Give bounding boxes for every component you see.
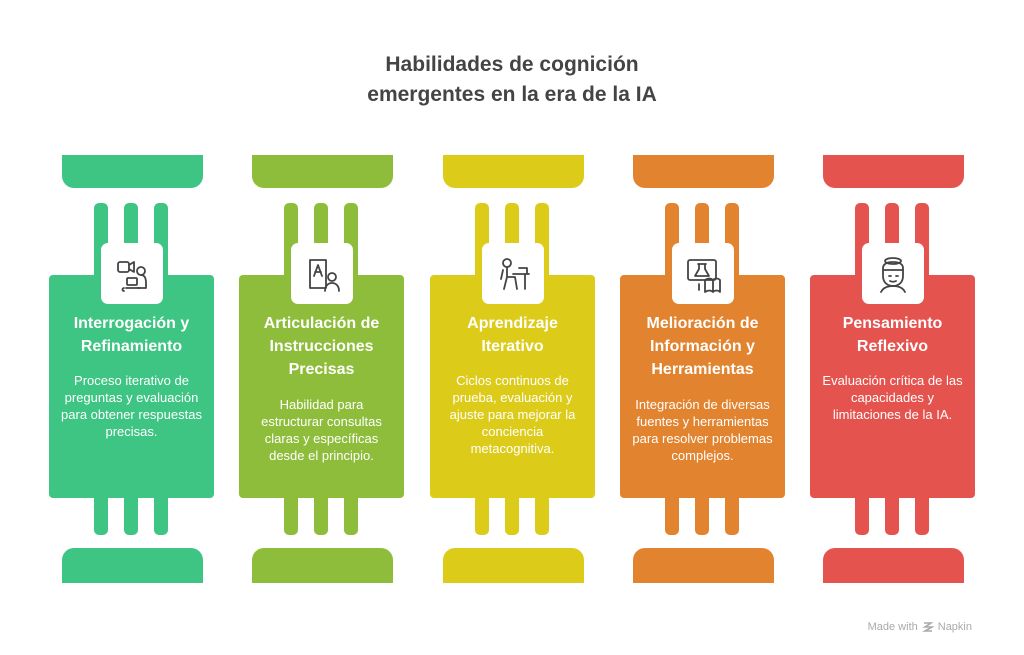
skill-card — [430, 275, 595, 498]
document-person-icon — [309, 258, 340, 292]
skill-description: Ciclos continuos de prueba, evaluación y… — [449, 373, 576, 456]
pillar-bar-bottom — [915, 490, 929, 535]
icon-box — [672, 243, 734, 304]
pillar-bar-bottom — [855, 490, 869, 535]
diagram-title: Habilidades de cognición emergentes en l… — [0, 50, 1024, 110]
title-line-1: Habilidades de cognición — [385, 53, 639, 76]
pillar-bar-bottom — [695, 490, 709, 535]
pillar-cap-top — [252, 155, 393, 188]
pillar-cap-bottom — [443, 548, 584, 583]
pillar-cap-bottom — [62, 548, 203, 583]
title-line-2: emergentes en la era de la IA — [367, 83, 657, 106]
person-at-desk-icon — [500, 257, 530, 290]
skill-column: Articulación de Instrucciones Precisas H… — [239, 0, 429, 655]
pillar-cap-top — [62, 155, 203, 188]
skill-column: Pensamiento Reflexivo Evaluación crítica… — [810, 0, 1000, 655]
pillar-cap-top — [823, 155, 964, 188]
skill-title: Melioración de Información y Herramienta… — [646, 315, 759, 378]
pillar-bar-bottom — [725, 490, 739, 535]
pillar-bar-bottom — [344, 490, 358, 535]
icon-box — [101, 243, 163, 304]
pillar-bar-bottom — [885, 490, 899, 535]
pillar-bar-bottom — [124, 490, 138, 535]
skill-title: Aprendizaje Iterativo — [467, 315, 558, 355]
skill-description: Habilidad para estructurar consultas cla… — [261, 397, 382, 463]
skill-card — [810, 275, 975, 498]
skill-title: Interrogación y Refinamiento — [73, 315, 190, 355]
pillar-cap-bottom — [823, 548, 964, 583]
pillar-bar-bottom — [154, 490, 168, 535]
pillar-bar-bottom — [505, 490, 519, 535]
skill-card — [49, 275, 214, 498]
skill-description: Integración de diversas fuentes y herram… — [632, 397, 773, 463]
napkin-brand: Napkin — [937, 621, 972, 633]
pillar-cap-top — [443, 155, 584, 188]
skill-column: Aprendizaje Iterativo Ciclos continuos d… — [430, 0, 620, 655]
pillar-cap-bottom — [633, 548, 774, 583]
pillar-cap-bottom — [252, 548, 393, 583]
skill-column: Melioración de Información y Herramienta… — [620, 0, 810, 655]
made-with-text: Made with — [867, 621, 918, 633]
skill-card — [620, 275, 785, 498]
skill-description: Proceso iterativo de preguntas y evaluac… — [61, 373, 202, 439]
pillar-cap-top — [633, 155, 774, 188]
pillar-bar-bottom — [314, 490, 328, 535]
napkin-logo-icon — [921, 622, 934, 632]
skill-card — [239, 275, 404, 498]
icon-box — [291, 243, 353, 304]
pillar-bar-bottom — [94, 490, 108, 535]
thinking-person-icon — [880, 256, 906, 293]
pillar-bar-bottom — [475, 490, 489, 535]
icon-box — [482, 243, 544, 304]
icon-box — [862, 243, 924, 304]
video-person-laptop-icon — [117, 260, 147, 292]
skill-title: Pensamiento Reflexivo — [842, 315, 943, 355]
skill-description: Evaluación crítica de las capacidades y … — [822, 373, 963, 422]
skill-column: Interrogación y Refinamiento Proceso ite… — [49, 0, 239, 655]
pillar-bar-bottom — [535, 490, 549, 535]
skill-title: Articulación de Instrucciones Precisas — [263, 315, 380, 378]
napkin-watermark: Made with Napkin — [868, 621, 972, 633]
monitor-book-icon — [687, 258, 721, 293]
pillar-bar-bottom — [665, 490, 679, 535]
pillar-bar-bottom — [284, 490, 298, 535]
